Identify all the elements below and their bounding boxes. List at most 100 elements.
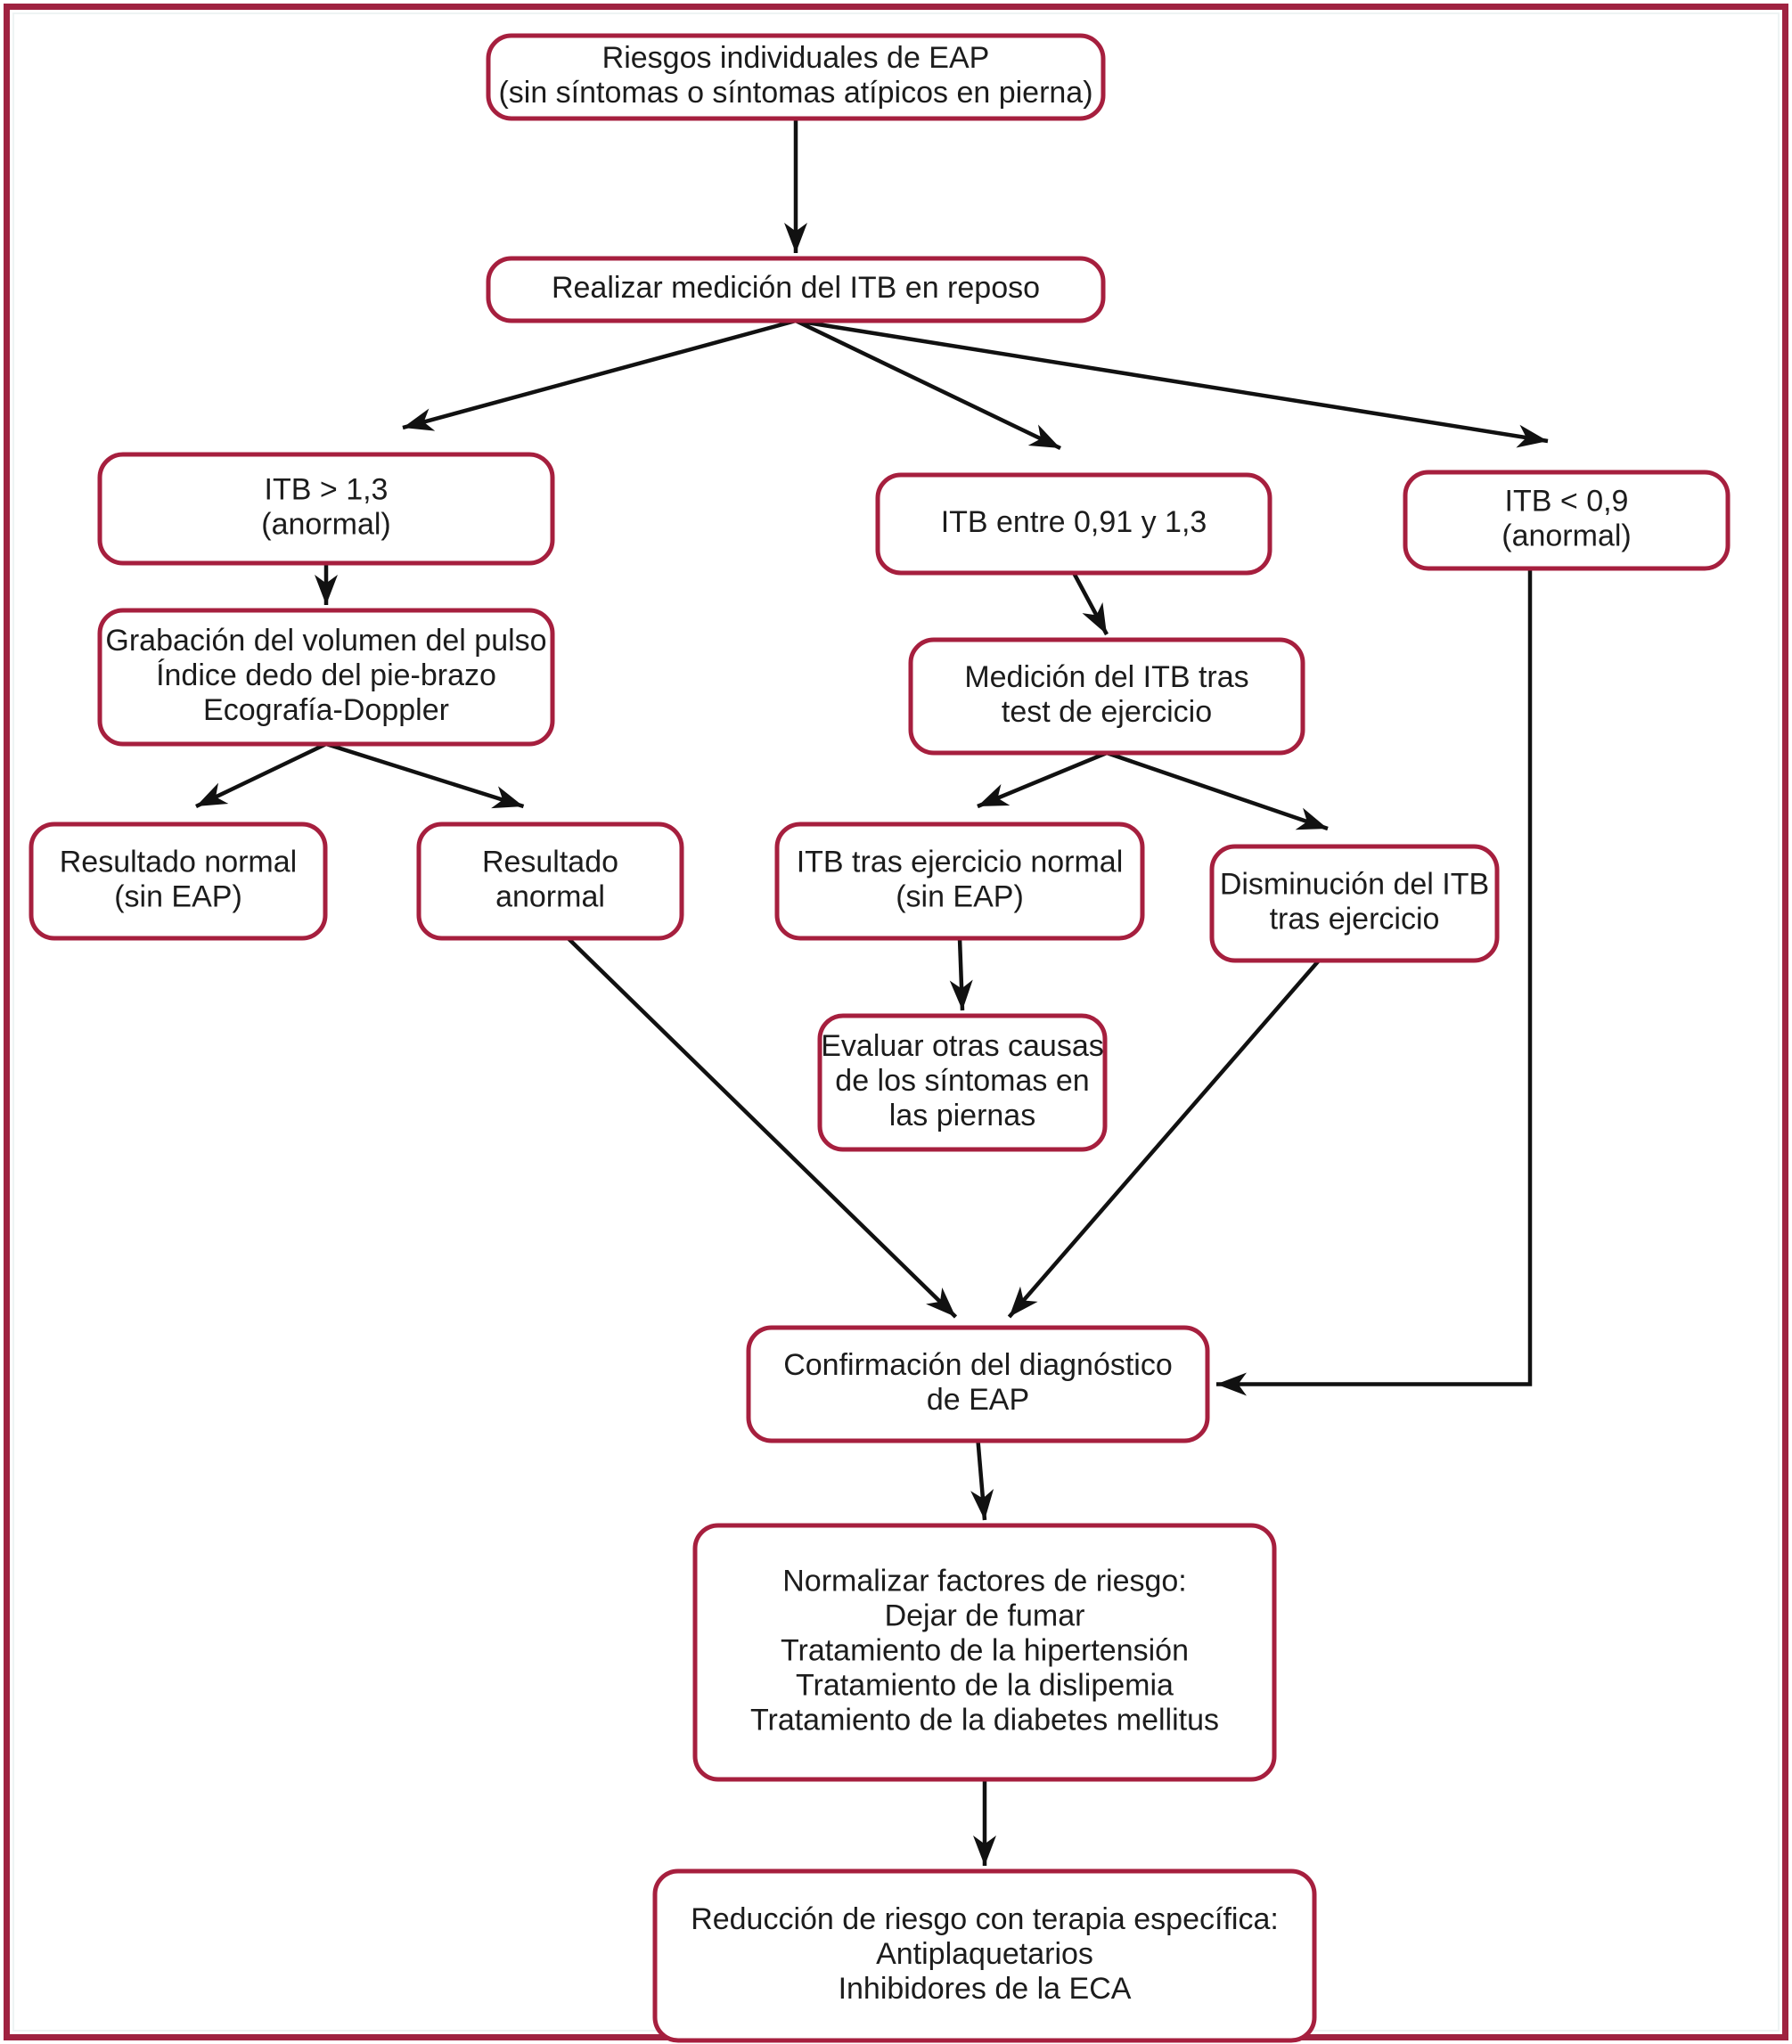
node-label-itb-menor-09: (anormal) — [1502, 519, 1631, 552]
node-label-riesgos: Riesgos individuales de EAP — [602, 41, 990, 75]
node-resultado-normal[interactable]: Resultado normal(sin EAP) — [29, 822, 328, 941]
arrow-head-resultado-anormal-to-confirmacion — [926, 1287, 956, 1317]
edge-grabacion-to-resultado-normal — [195, 741, 327, 809]
node-label-itb-mayor-13: ITB > 1,3 — [265, 472, 389, 506]
arrow-head-riesgos-to-medicion — [784, 223, 807, 253]
node-riesgos[interactable]: Riesgos individuales de EAP(sin síntomas… — [486, 33, 1106, 121]
edge-resultado-anormal-to-confirmacion — [566, 936, 958, 1319]
node-label-reduccion-riesgo: Inhibidores de la ECA — [839, 1972, 1132, 2006]
node-box-evaluar-otras-causas — [817, 1013, 1108, 1152]
edge-medicion-to-itb-mayor — [402, 318, 797, 431]
node-label-itb-ejercicio-normal: ITB tras ejercicio normal — [797, 845, 1124, 879]
node-label-evaluar-otras-causas: las piernas — [889, 1099, 1035, 1132]
node-normalizar[interactable]: Normalizar factores de riesgo:Dejar de f… — [692, 1523, 1277, 1782]
node-itb-entre[interactable]: ITB entre 0,91 y 1,3 — [875, 472, 1272, 576]
node-label-normalizar: Tratamiento de la diabetes mellitus — [750, 1703, 1219, 1737]
node-label-normalizar: Normalizar factores de riesgo: — [782, 1564, 1187, 1598]
node-box-disminucion-itb — [1209, 844, 1500, 963]
node-label-confirmacion: de EAP — [927, 1383, 1029, 1417]
arrow-head-confirmacion-to-normalizar — [970, 1489, 994, 1520]
node-box-itb-mayor-13 — [97, 452, 555, 566]
edge-line-disminucion-to-confirmacion — [1007, 959, 1321, 1319]
edge-line-itb-menor-to-confirmacion — [1216, 568, 1533, 1386]
node-box-confirmacion — [746, 1325, 1210, 1443]
edge-line-medicion-to-itb-menor — [795, 318, 1549, 444]
arrow-head-disminucion-to-confirmacion — [1009, 1286, 1038, 1317]
node-label-itb-ejercicio-normal: (sin EAP) — [896, 879, 1024, 913]
arrow-head-medicion-to-itb-menor — [1516, 424, 1548, 448]
nodes-layer: Riesgos individuales de EAP(sin síntomas… — [29, 33, 1731, 2043]
edges-layer — [195, 119, 1549, 1866]
node-box-medicion-reposo — [486, 256, 1106, 323]
edge-itb-entre-to-medicion-ejercicio — [1072, 571, 1109, 636]
edge-line-grabacion-to-resultado-anormal — [325, 741, 525, 809]
edge-disminucion-to-confirmacion — [1007, 959, 1321, 1319]
arrow-head-grabacion-to-resultado-normal — [196, 782, 229, 806]
node-label-resultado-normal: (sin EAP) — [114, 879, 242, 913]
node-box-itb-menor-09 — [1403, 470, 1731, 571]
arrow-head-ejercicio-to-itb-normal — [978, 783, 1011, 806]
edge-line-ejercicio-to-disminucion — [1106, 750, 1329, 831]
node-label-grabacion: Grabación del volumen del pulso — [105, 624, 546, 658]
edge-itb-mayor-to-grabacion — [315, 563, 338, 605]
arrow-head-grabacion-to-resultado-anormal — [491, 786, 524, 809]
edge-line-ejercicio-to-itb-normal — [977, 750, 1108, 809]
node-label-grabacion: Índice dedo del pie-brazo — [156, 658, 496, 692]
node-label-evaluar-otras-causas: de los síntomas en — [835, 1064, 1089, 1098]
node-label-resultado-normal: Resultado normal — [60, 845, 297, 879]
node-label-reduccion-riesgo: Reducción de riesgo con terapia específi… — [691, 1902, 1279, 1936]
node-reduccion-riesgo[interactable]: Reducción de riesgo con terapia específi… — [652, 1868, 1317, 2043]
edge-grabacion-to-resultado-anormal — [325, 741, 525, 809]
node-itb-menor-09[interactable]: ITB < 0,9(anormal) — [1403, 470, 1731, 571]
node-label-normalizar: Dejar de fumar — [885, 1598, 1085, 1632]
node-medicion-reposo[interactable]: Realizar medición del ITB en reposo — [486, 256, 1106, 323]
node-box-itb-entre — [875, 472, 1272, 576]
node-box-resultado-anormal — [416, 822, 684, 941]
node-label-itb-mayor-13: (anormal) — [261, 507, 390, 541]
arrow-head-ejercicio-to-disminucion — [1295, 807, 1328, 830]
edge-line-medicion-to-itb-mayor — [402, 318, 797, 430]
node-label-medicion-ejercicio: test de ejercicio — [1002, 695, 1212, 729]
arrow-head-itb-normal-to-evaluar — [949, 979, 973, 1010]
node-label-medicion-reposo: Realizar medición del ITB en reposo — [552, 271, 1040, 305]
edge-confirmacion-to-normalizar — [970, 1440, 994, 1521]
edge-line-resultado-anormal-to-confirmacion — [566, 936, 958, 1319]
node-box-normalizar — [692, 1523, 1277, 1782]
node-label-itb-menor-09: ITB < 0,9 — [1505, 484, 1629, 518]
arrow-head-itb-mayor-to-grabacion — [315, 575, 338, 605]
edge-line-grabacion-to-resultado-normal — [195, 741, 327, 809]
edge-medicion-to-itb-menor — [795, 318, 1549, 448]
node-label-reduccion-riesgo: Antiplaquetarios — [876, 1937, 1093, 1971]
arrow-head-normalizar-to-reduccion — [973, 1836, 996, 1866]
node-label-confirmacion: Confirmación del diagnóstico — [783, 1348, 1173, 1382]
edge-riesgos-to-medicion — [784, 119, 807, 253]
node-box-grabacion — [97, 608, 555, 747]
arrow-head-itb-menor-to-confirmacion — [1216, 1372, 1247, 1396]
arrow-head-medicion-to-itb-entre — [1027, 424, 1060, 448]
node-box-riesgos — [486, 33, 1106, 121]
node-label-disminucion-itb: Disminución del ITB — [1220, 867, 1489, 901]
edge-ejercicio-to-itb-normal — [977, 750, 1108, 809]
node-label-itb-entre: ITB entre 0,91 y 1,3 — [941, 505, 1207, 539]
node-label-normalizar: Tratamiento de la hipertensión — [781, 1633, 1189, 1667]
node-itb-ejercicio-normal[interactable]: ITB tras ejercicio normal(sin EAP) — [774, 822, 1145, 941]
edge-line-medicion-to-itb-entre — [795, 318, 1061, 451]
edge-normalizar-to-reduccion — [973, 1779, 996, 1866]
node-box-medicion-ejercicio — [908, 637, 1305, 756]
node-label-resultado-anormal: anormal — [495, 879, 605, 913]
node-label-normalizar: Tratamiento de la dislipemia — [796, 1668, 1174, 1702]
edge-itb-normal-to-evaluar — [949, 937, 973, 1011]
node-itb-mayor-13[interactable]: ITB > 1,3(anormal) — [97, 452, 555, 566]
edge-medicion-to-itb-entre — [795, 318, 1061, 451]
node-label-grabacion: Ecografía-Doppler — [203, 693, 449, 727]
node-label-riesgos: (sin síntomas o síntomas atípicos en pie… — [498, 76, 1092, 110]
edge-itb-menor-to-confirmacion — [1216, 568, 1533, 1396]
